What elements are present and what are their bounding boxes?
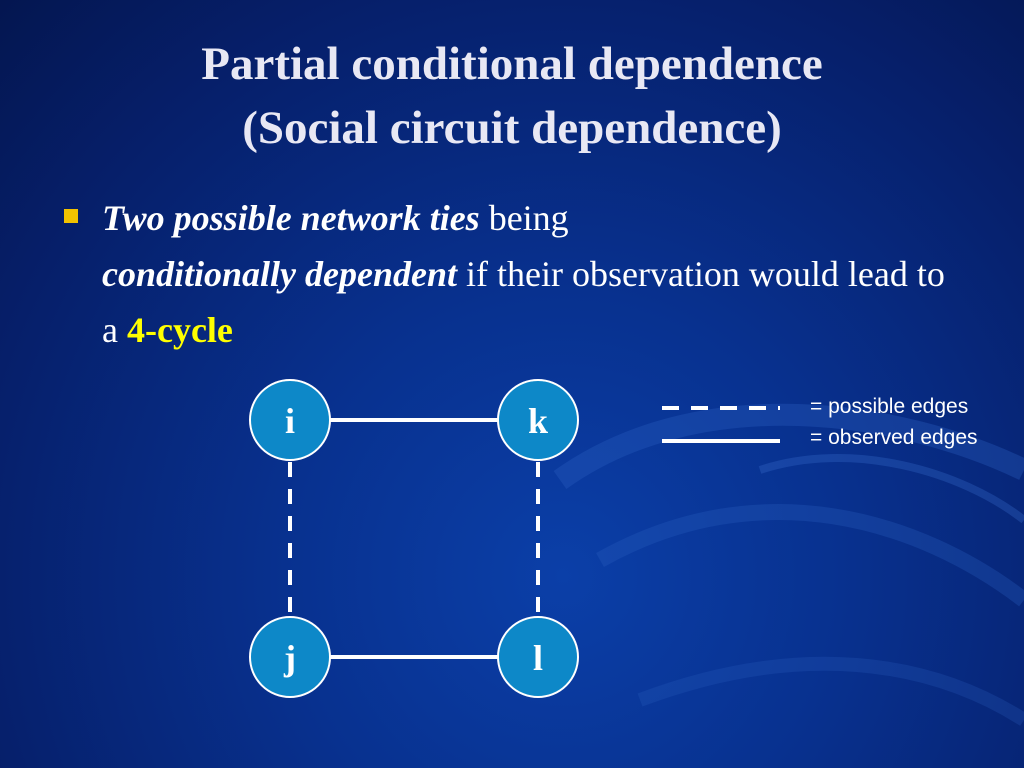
- legend-observed-label: = observed edges: [810, 426, 978, 449]
- node-k: k: [497, 379, 579, 461]
- legend-possible-label: = possible edges: [810, 395, 969, 418]
- node-l: l: [497, 616, 579, 698]
- bullet-square-icon: [64, 209, 78, 223]
- bullet-text: Two possible network ties being condition…: [102, 190, 964, 358]
- bullet-term-dependent: conditionally dependent: [102, 254, 457, 294]
- node-i-label: i: [285, 401, 295, 441]
- node-k-label: k: [528, 401, 548, 441]
- bullet-point: Two possible network ties being condition…: [64, 190, 964, 358]
- node-i: i: [249, 379, 331, 461]
- node-j-label: j: [283, 638, 296, 678]
- bullet-text-observation: if their observation would lead to a: [102, 254, 945, 350]
- title-line-2: (Social circuit dependence): [242, 102, 782, 154]
- title-line-1: Partial conditional dependence: [201, 38, 823, 90]
- bullet-highlight-cycle: 4-cycle: [126, 310, 233, 350]
- slide-title: Partial conditional dependence (Social c…: [0, 32, 1024, 160]
- node-j: j: [249, 616, 331, 698]
- bullet-text-being: being: [479, 198, 569, 238]
- node-l-label: l: [533, 638, 543, 678]
- bullet-term-ties: Two possible network ties: [102, 198, 480, 238]
